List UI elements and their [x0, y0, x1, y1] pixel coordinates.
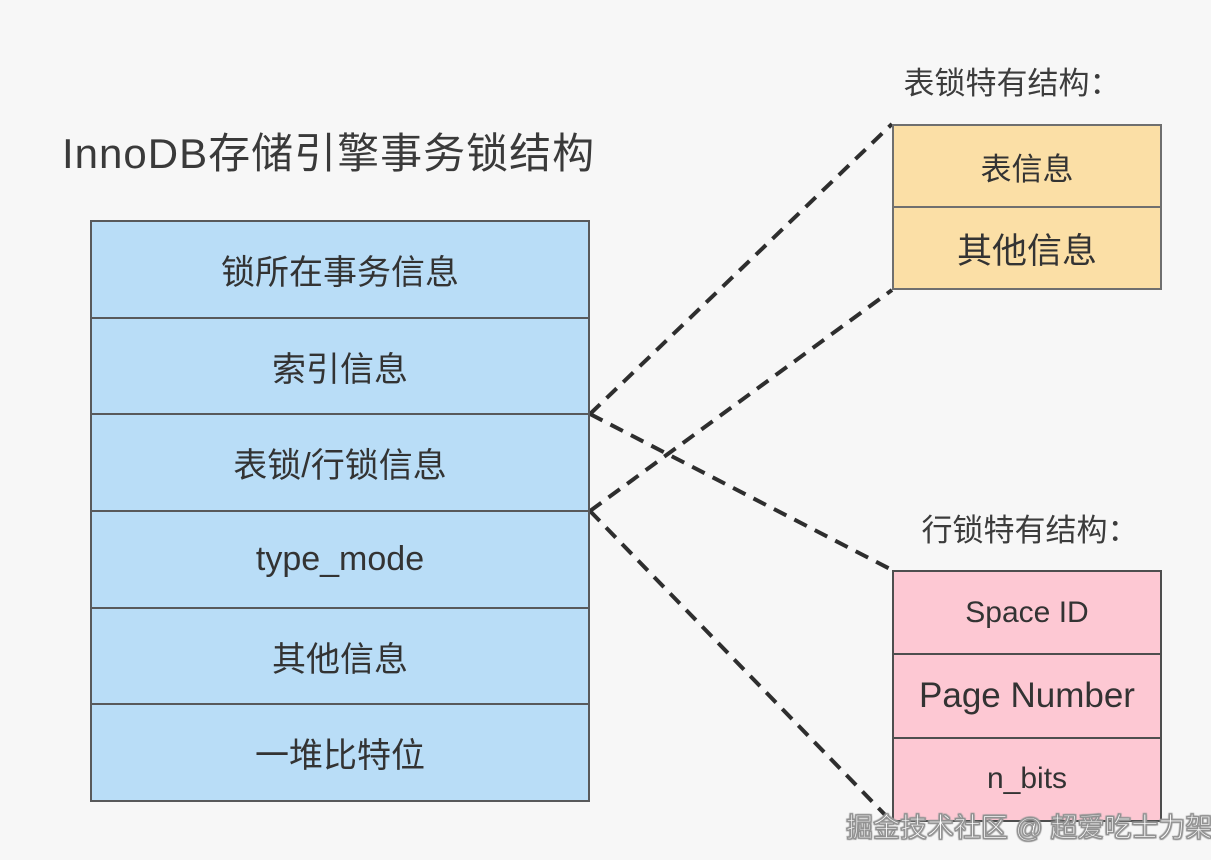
row-lock-section-label: 行锁特有结构： [921, 513, 1139, 548]
connector-to-table-lock-top [588, 122, 894, 416]
table-row-index-info: 索引信息 [92, 316, 588, 414]
table-row-space-id: Space ID [965, 595, 1089, 629]
table-row-type-mode: type_mode [92, 510, 588, 607]
watermark-text: 掘金技术社区 @ 超爱吃士力架 [845, 812, 1211, 843]
connector-to-row-lock-bottom [588, 509, 894, 824]
row-lock-structure-table: Space ID Page Number n_bits [892, 570, 1162, 822]
table-row-n-bits: n_bits [894, 736, 1160, 820]
table-row-lock-info: 表锁/行锁信息 [92, 413, 588, 510]
table-row-table-info: 表信息 [980, 151, 1074, 187]
connector-to-row-lock-top [589, 412, 893, 572]
table-row-table-other-info: 其他信息 [894, 206, 1160, 288]
table-lock-structure-table: 表信息 其他信息 [892, 124, 1162, 290]
table-row-other-info: 其他信息 [92, 606, 588, 704]
lock-structure-table: 锁所在事务信息 索引信息 表锁/行锁信息 type_mode 其他信息 一堆比特… [90, 220, 590, 802]
diagram-title: InnoDB存储引擎事务锁结构 [62, 130, 596, 177]
table-row-page-number: Page Number [894, 653, 1160, 736]
table-row-trx-info: 锁所在事务信息 [221, 253, 459, 292]
table-lock-section-label: 表锁特有结构： [903, 66, 1121, 101]
connector-to-table-lock-bottom [588, 288, 894, 513]
table-row-bits: 一堆比特位 [92, 703, 588, 800]
